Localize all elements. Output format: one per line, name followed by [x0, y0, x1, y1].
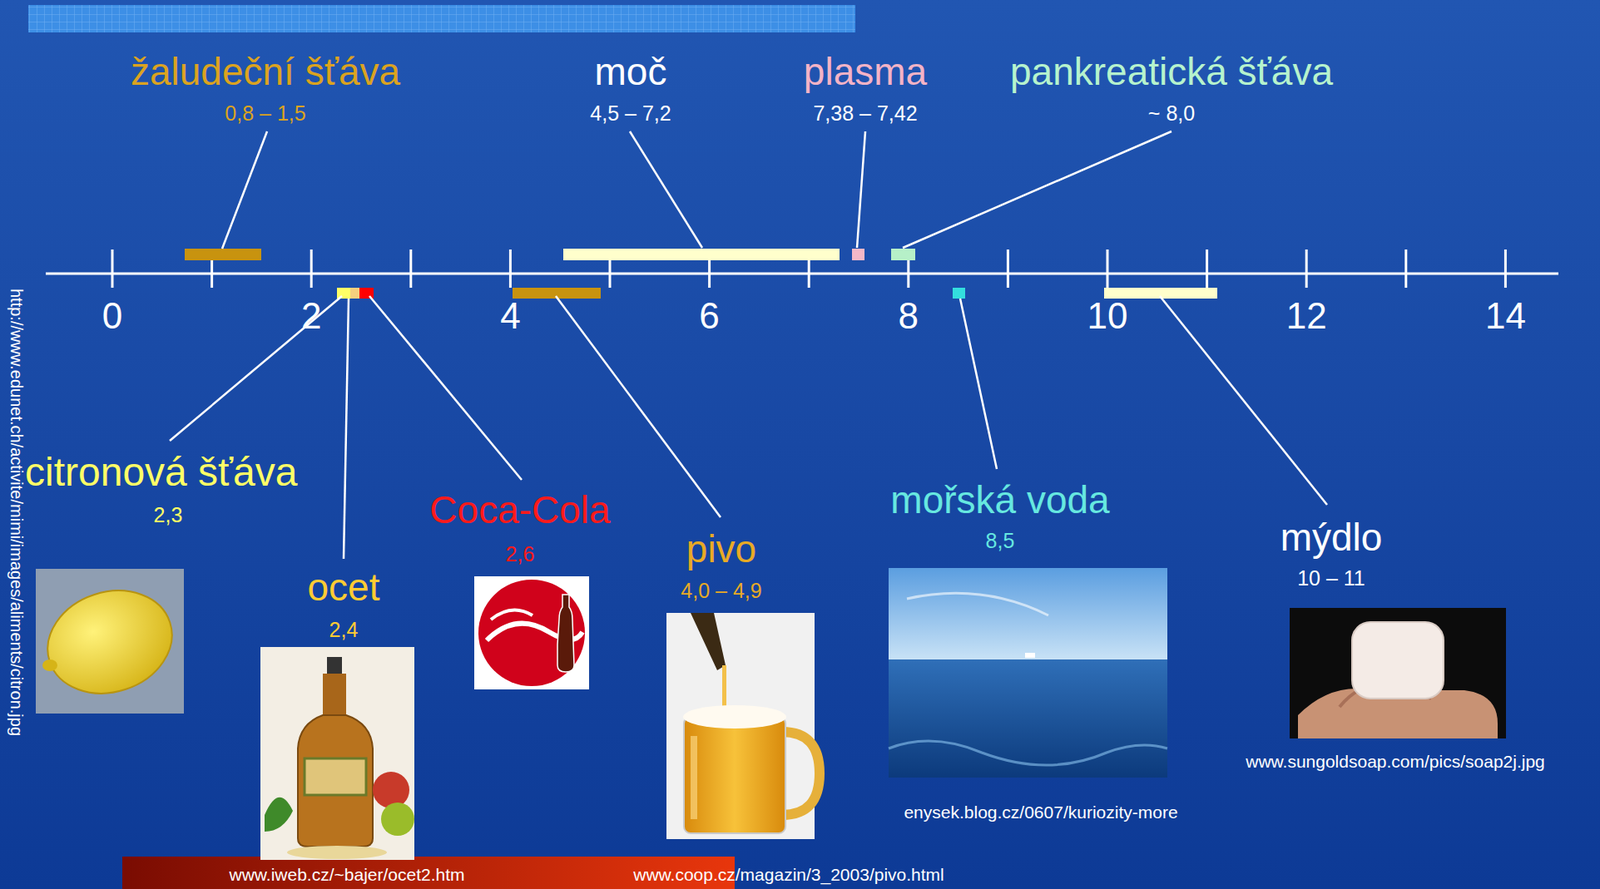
- ph-value: 4,5 – 7,2: [589, 101, 671, 126]
- tick-label: 4: [500, 295, 521, 338]
- range-bar: [852, 248, 865, 261]
- tick-label: 8: [898, 295, 919, 338]
- range-bar: [350, 287, 360, 299]
- lemon-photo: [34, 569, 186, 714]
- ph-value: 7,38 – 7,42: [812, 101, 917, 126]
- sample-name: moč: [594, 49, 668, 95]
- tick-label: 0: [102, 295, 123, 338]
- vinegar-photo: [260, 647, 415, 861]
- sample-name: citronová šťáva: [24, 449, 298, 496]
- range-bar: [952, 287, 966, 299]
- sample-name: mýdlo: [1280, 515, 1383, 560]
- source-url: enysek.blog.cz/0607/kuriozity-more: [903, 802, 1178, 823]
- sample-name: žaludeční šťáva: [130, 49, 401, 95]
- tick-label: 14: [1485, 295, 1526, 338]
- sample-name: plasma: [803, 49, 927, 95]
- tick-label: 6: [698, 295, 719, 338]
- ph-value: 0,8 – 1,5: [224, 101, 306, 126]
- ph-value: 2,4: [329, 618, 359, 643]
- source-url: http://www.edunet.ch/activite/mimi/image…: [7, 288, 26, 737]
- tick-label: 12: [1286, 295, 1328, 338]
- sample-name: ocet: [307, 565, 381, 610]
- range-bar: [891, 248, 916, 261]
- soap-photo: [1289, 608, 1506, 739]
- sample-name: Coca-Cola: [429, 488, 610, 533]
- tick-label: 10: [1087, 295, 1129, 338]
- leader-lines: [169, 131, 1328, 560]
- range-bar: [563, 248, 840, 261]
- beer-photo: [666, 613, 820, 840]
- tick-label: 2: [301, 295, 322, 338]
- ph-value: 4,0 – 4,9: [680, 579, 762, 604]
- sample-name: pankreatická šťáva: [1010, 49, 1333, 95]
- ph-value: 8,5: [985, 529, 1016, 554]
- sample-name: mořská voda: [890, 478, 1110, 523]
- ph-value: 2,3: [153, 503, 184, 528]
- range-bar: [336, 287, 351, 299]
- ph-value: 2,6: [505, 542, 535, 567]
- source-url: www.coop.cz/magazin/3_2003/pivo.html: [633, 865, 945, 886]
- header-strip: [28, 4, 856, 33]
- ph-value: 10 – 11: [1297, 566, 1366, 591]
- cola-logo: [474, 576, 590, 690]
- sample-name: pivo: [686, 527, 757, 572]
- source-url: www.iweb.cz/~bajer/ocet2.htm: [228, 865, 465, 886]
- ph-axis: [45, 249, 1559, 288]
- sea-photo: [888, 568, 1168, 778]
- range-bar: [184, 248, 262, 261]
- ph-value: ~ 8,0: [1148, 101, 1195, 126]
- source-url: www.sungoldsoap.com/pics/soap2j.jpg: [1245, 752, 1546, 773]
